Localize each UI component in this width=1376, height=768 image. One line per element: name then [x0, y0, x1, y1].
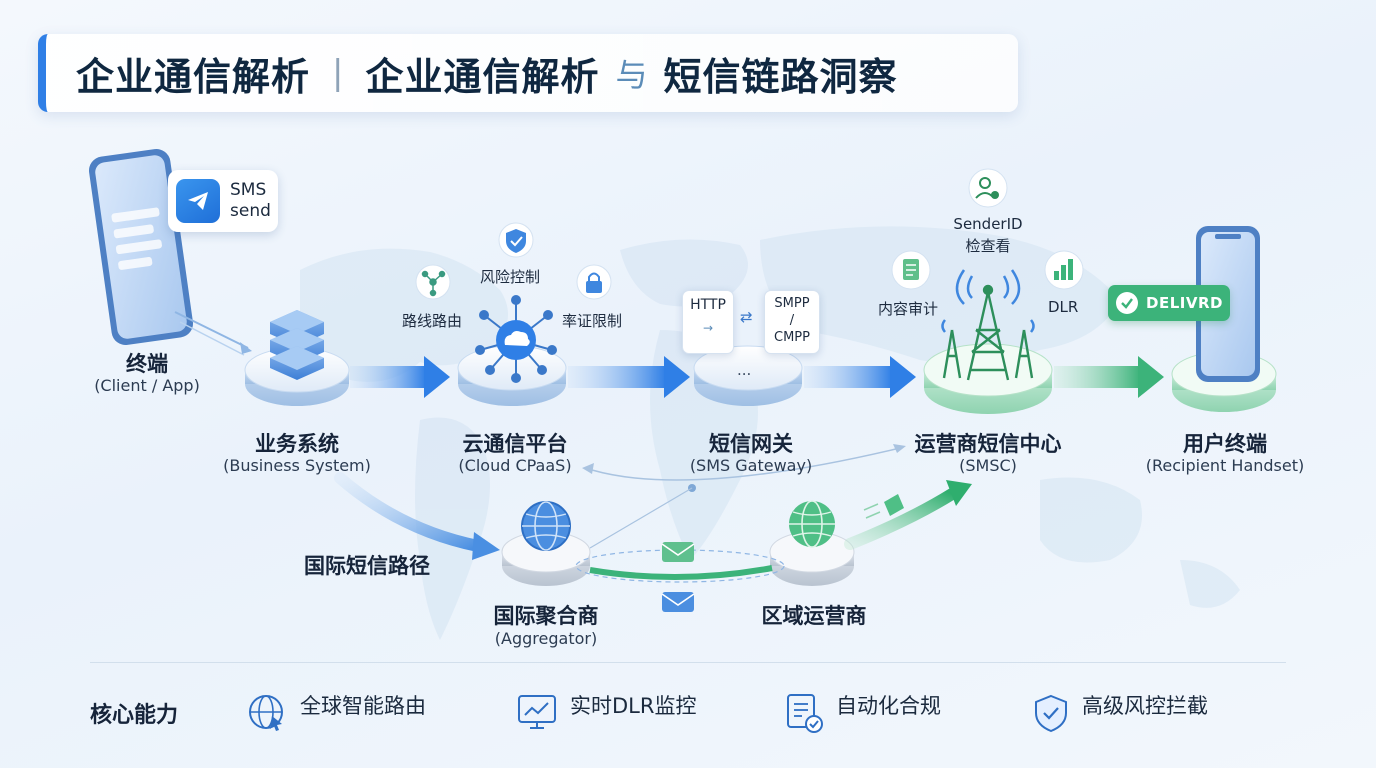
envelope-icon — [661, 592, 695, 612]
gateway-sublabel: (SMS Gateway) — [689, 456, 813, 475]
capability-global-routing: 全球智能路由 — [286, 690, 426, 720]
http-arrow-icon: → — [702, 321, 714, 335]
smsc-sublabel: (SMSC) — [959, 456, 1017, 475]
dlr-label: DLR — [1048, 298, 1079, 316]
http-label: HTTP — [690, 297, 726, 313]
capability-label: 全球智能路由 — [300, 694, 426, 718]
globe-green-icon — [789, 500, 835, 548]
route-network-icon — [415, 264, 451, 300]
smsc-label: 运营商短信中心 — [914, 432, 1062, 456]
smpp-line3: CMPP — [774, 330, 810, 345]
agg-regional-link — [589, 565, 773, 580]
document-check-icon — [787, 694, 823, 733]
globe-cursor-icon — [249, 695, 283, 731]
capability-label: 自动化合规 — [836, 694, 941, 718]
shield-icon — [498, 222, 534, 258]
globe-icon — [521, 501, 571, 551]
risk-control-label: 风险控制 — [480, 268, 541, 286]
smsc-disc — [923, 343, 1053, 414]
swap-arrows-icon: ⇄ — [740, 308, 753, 326]
shield-check-icon — [1035, 694, 1067, 733]
smpp-line1: SMPP — [774, 296, 810, 311]
gateway-disc — [693, 345, 803, 406]
regional-disc — [769, 531, 855, 586]
lock-icon — [576, 264, 612, 300]
content-audit-label: 内容审计 — [878, 300, 939, 318]
title-part3: 短信链路洞察 — [663, 54, 898, 99]
smpp-line2: / — [789, 313, 795, 328]
envelope-icon — [661, 542, 695, 562]
business-label: 业务系统 — [255, 432, 339, 456]
routing-label: 路线路由 — [402, 312, 463, 330]
monitor-chart-icon — [518, 695, 556, 729]
capability-risk-interception: 高级风控拦截 — [1068, 690, 1208, 720]
gateway-dots: ... — [737, 361, 752, 379]
feedback-loop-line — [591, 447, 901, 481]
package-icon — [863, 494, 904, 519]
intl-path-label: 国际短信路径 — [304, 554, 430, 578]
recipient-label: 用户终端 — [1183, 432, 1267, 456]
senderid-sublabel: 检查看 — [965, 237, 1011, 255]
regional-smsc-curve — [844, 488, 958, 550]
gateway-label: 短信网关 — [709, 432, 793, 456]
title-part2: 企业通信解析 — [365, 54, 600, 99]
capability-label: 高级风控拦截 — [1082, 694, 1208, 718]
title-connector: 与 — [615, 56, 648, 94]
client-label: 终端 — [126, 352, 168, 376]
regional-label: 区域运营商 — [761, 604, 867, 628]
senderid-label: SenderID — [953, 215, 1023, 233]
aggregator-sublabel: (Aggregator) — [494, 629, 598, 648]
smpp-card: SMPP / CMPP — [764, 290, 820, 354]
recipient-sublabel: (Recipient Handset) — [1145, 456, 1305, 475]
business-sublabel: (Business System) — [223, 456, 371, 475]
aggregator-label: 国际聚合商 — [493, 604, 599, 628]
paper-plane-icon — [176, 179, 220, 223]
flow-arrows — [350, 356, 1164, 398]
sms-bubble-line1: SMS — [230, 180, 267, 200]
intl-path-curve — [334, 472, 484, 552]
capability-compliance: 自动化合规 — [822, 690, 941, 720]
cpaas-hub-icon — [475, 295, 557, 383]
delivered-text: DELIVRD — [1146, 294, 1223, 312]
client-phone — [88, 149, 194, 345]
signal-waves-icon — [941, 269, 1035, 333]
bar-chart-icon — [1044, 250, 1084, 290]
server-stack-icon — [270, 310, 324, 380]
rate-limit-label: 率证限制 — [562, 312, 623, 330]
sms-send-bubble: SMS send — [168, 170, 278, 232]
delivered-badge: DELIVRD — [1108, 285, 1230, 321]
title-part1: 企业通信解析 — [76, 54, 311, 99]
client-sublabel: (Client / App) — [94, 376, 200, 395]
cpaas-label: 云通信平台 — [462, 432, 568, 456]
document-icon — [891, 250, 931, 290]
capability-dlr-monitoring: 实时DLR监控 — [556, 690, 696, 720]
cell-tower-icon — [942, 284, 1034, 381]
title-bar: 企业通信解析 | 企业通信解析 与 短信链路洞察 — [38, 34, 1018, 112]
http-card: HTTP → — [682, 290, 734, 354]
capability-label: 实时DLR监控 — [570, 694, 697, 718]
capabilities-divider — [90, 662, 1286, 663]
check-circle-icon — [1116, 292, 1138, 314]
sms-bubble-line2: send — [230, 201, 271, 221]
title-separator: | — [332, 53, 344, 93]
cpaas-sublabel: (Cloud CPaaS) — [458, 456, 572, 475]
capabilities-title: 核心能力 — [90, 703, 179, 728]
user-check-icon — [968, 168, 1008, 208]
